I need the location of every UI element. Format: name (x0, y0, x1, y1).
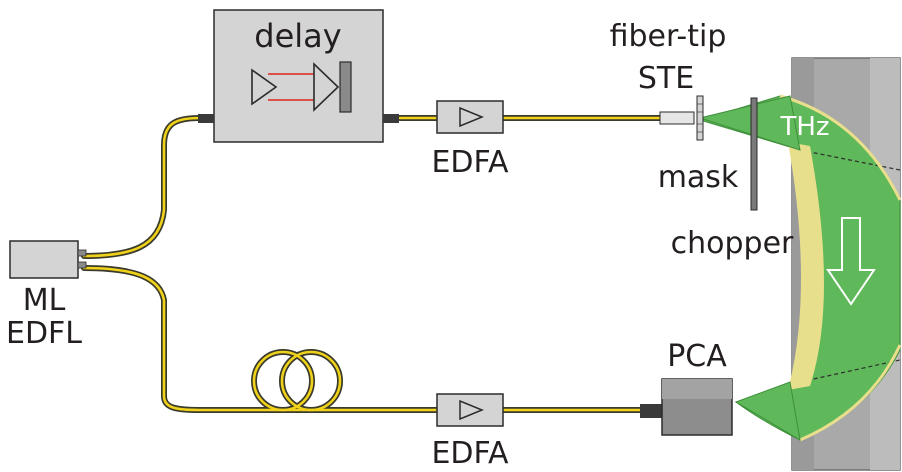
pca-detector (640, 378, 801, 441)
edfa-amplifier-bottom (436, 393, 504, 427)
fiber-tip-emitter (659, 95, 801, 151)
pca-label: PCA (667, 339, 727, 374)
laser-label-edfl: EDFL (6, 316, 82, 351)
edfa-top-label: EDFA (431, 145, 509, 180)
edfa-bottom-label: EDFA (431, 436, 509, 471)
scan-direction-arrow-icon (826, 217, 876, 306)
ste-label: STE (638, 61, 694, 96)
chopper-blade (750, 97, 758, 211)
delay-stage (198, 9, 399, 143)
laser-label-ml: ML (23, 283, 66, 318)
edfa-amplifier-top (436, 100, 504, 134)
thz-label: THz (779, 112, 829, 142)
delay-label: delay (254, 17, 341, 55)
chopper-label: chopper (671, 226, 794, 261)
fiber-tip-label: fiber-tip (610, 19, 727, 54)
laser-source (9, 240, 87, 279)
fiber-paths (81, 115, 663, 413)
mask-label: mask (658, 160, 739, 195)
